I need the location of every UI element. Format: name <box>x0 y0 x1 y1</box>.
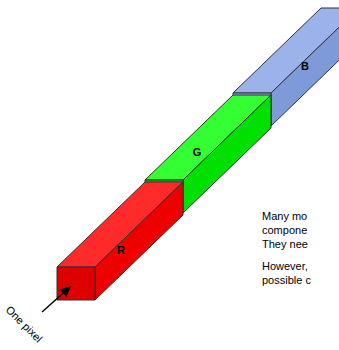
color-channel-box: R <box>115 243 127 257</box>
body-text: possible c <box>262 274 311 286</box>
color-channel-box: B <box>299 59 311 73</box>
body-text: However, <box>262 260 308 272</box>
body-text: compone <box>262 224 307 236</box>
pointer-label: One pixel <box>3 303 44 344</box>
body-text: They nee <box>262 238 308 250</box>
red-box <box>57 182 183 300</box>
color-channel-box: G <box>191 145 204 159</box>
body-text: Many mo <box>262 210 307 222</box>
channel-letter: B <box>301 60 309 72</box>
channel-letter: G <box>193 146 202 158</box>
channel-letter: R <box>117 244 125 256</box>
pointer-arrow <box>42 287 70 312</box>
